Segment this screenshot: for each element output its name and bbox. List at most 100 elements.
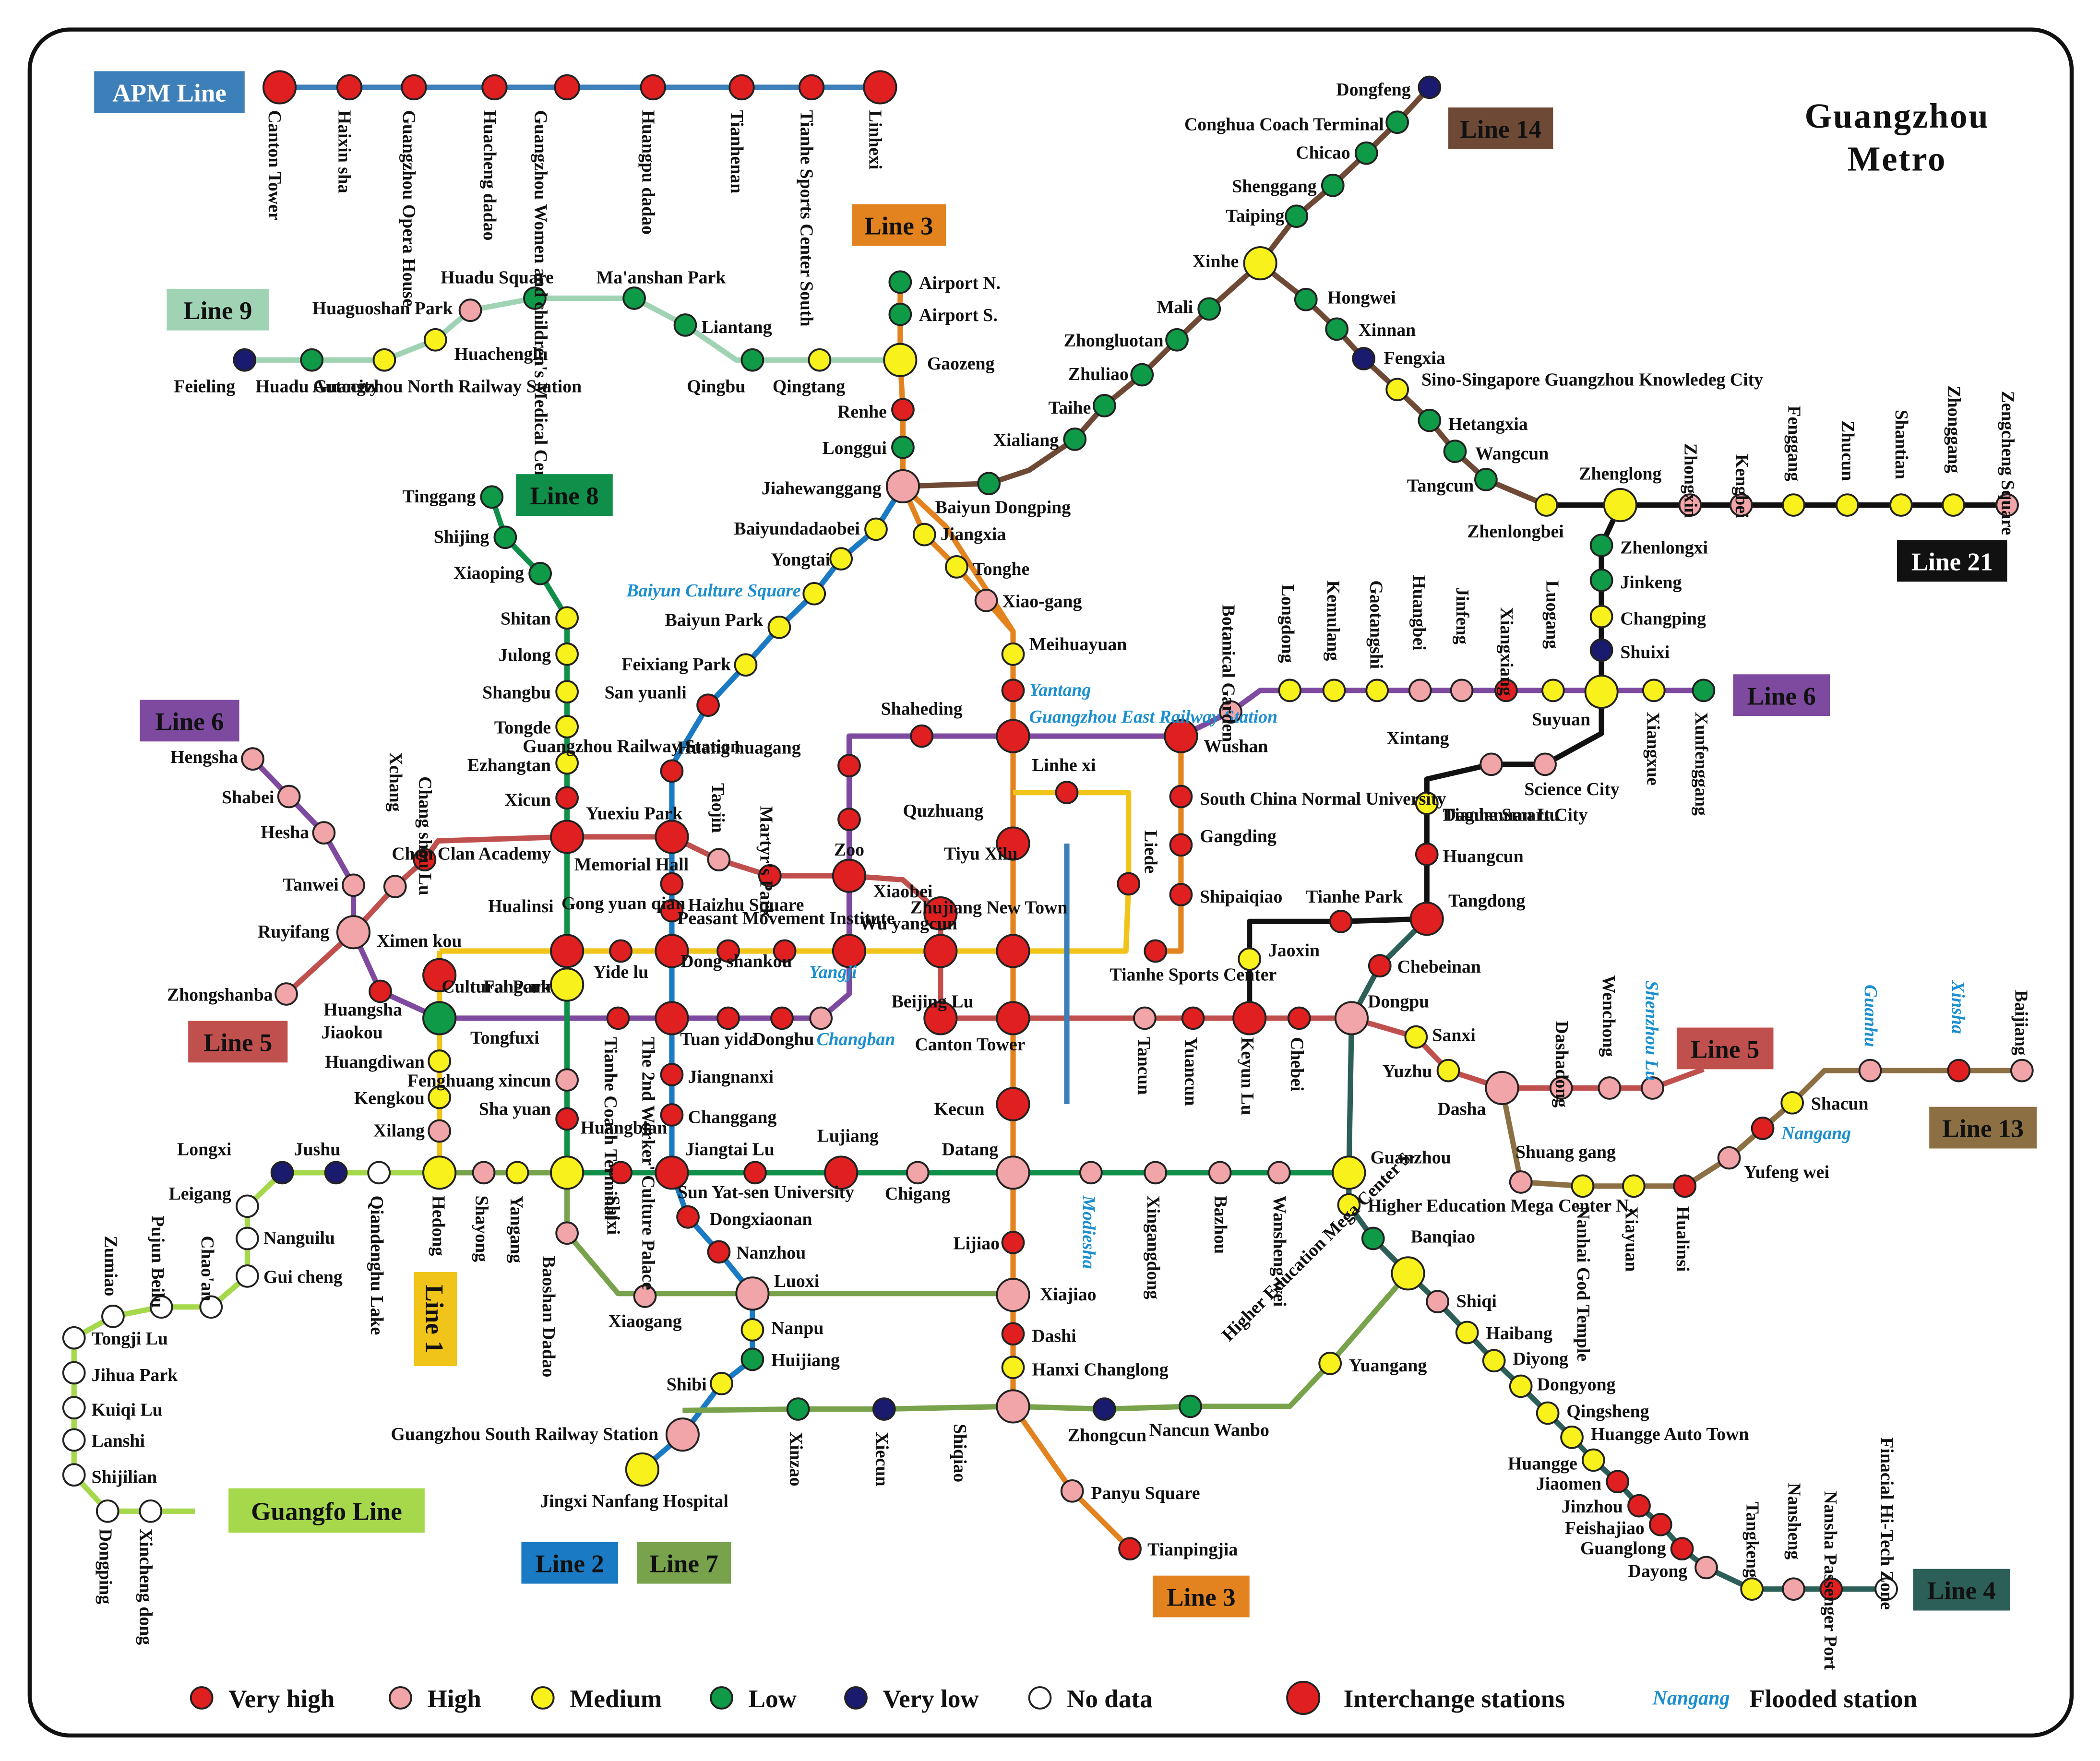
station-marker[interactable] (660, 1063, 684, 1086)
station-marker[interactable] (1093, 1397, 1116, 1421)
station-marker[interactable] (1560, 1425, 1584, 1449)
station-marker[interactable] (1130, 363, 1154, 387)
station-marker[interactable] (1179, 1394, 1202, 1418)
station-marker[interactable] (1055, 781, 1079, 804)
station-marker[interactable] (977, 472, 1001, 496)
station-marker[interactable] (996, 719, 1030, 753)
station-marker[interactable] (743, 1161, 767, 1185)
station-marker[interactable] (1509, 1374, 1533, 1398)
station-marker[interactable] (923, 934, 958, 968)
station-marker[interactable] (401, 74, 427, 101)
station-marker[interactable] (1474, 468, 1498, 491)
station-marker[interactable] (555, 1068, 579, 1092)
station-marker[interactable] (1332, 1155, 1366, 1190)
station-marker[interactable] (336, 915, 371, 950)
station-marker[interactable] (342, 873, 365, 897)
station-marker[interactable] (555, 606, 579, 630)
station-marker[interactable] (1325, 317, 1349, 341)
station-marker[interactable] (1589, 534, 1613, 557)
station-marker[interactable] (707, 848, 731, 871)
station-marker[interactable] (1165, 328, 1189, 352)
station-marker[interactable] (555, 680, 579, 704)
station-marker[interactable] (472, 1161, 496, 1185)
station-marker[interactable] (863, 70, 897, 105)
station-marker[interactable] (660, 872, 684, 896)
station-marker[interactable] (1673, 1174, 1697, 1198)
station-marker[interactable] (1418, 408, 1442, 432)
station-marker[interactable] (910, 724, 934, 748)
station-marker[interactable] (1480, 752, 1503, 776)
station-marker[interactable] (770, 1006, 794, 1030)
station-marker[interactable] (1385, 110, 1409, 134)
station-marker[interactable] (236, 1264, 259, 1288)
station-marker[interactable] (550, 967, 585, 1002)
station-marker[interactable] (1243, 246, 1277, 281)
station-marker[interactable] (1648, 1512, 1672, 1536)
station-marker[interactable] (1541, 678, 1565, 702)
station-marker[interactable] (1584, 675, 1619, 709)
station-marker[interactable] (809, 1006, 833, 1030)
station-marker[interactable] (1001, 1322, 1025, 1346)
station-marker[interactable] (1337, 1193, 1361, 1217)
station-marker[interactable] (2010, 1059, 2034, 1083)
station-marker[interactable] (1197, 297, 1221, 321)
station-marker[interactable] (1117, 872, 1141, 896)
station-marker[interactable] (1782, 493, 1805, 517)
station-marker[interactable] (1322, 678, 1346, 702)
station-marker[interactable] (606, 1006, 630, 1030)
station-marker[interactable] (710, 1372, 733, 1395)
station-marker[interactable] (945, 555, 968, 579)
station-marker[interactable] (996, 1087, 1030, 1121)
station-marker[interactable] (241, 747, 264, 771)
station-marker[interactable] (808, 348, 832, 372)
station-marker[interactable] (872, 1397, 896, 1421)
station-marker[interactable] (383, 875, 407, 898)
station-marker[interactable] (1001, 642, 1025, 666)
station-marker[interactable] (1751, 1117, 1775, 1140)
station-marker[interactable] (236, 1226, 259, 1250)
station-marker[interactable] (1670, 1537, 1694, 1561)
station-marker[interactable] (1144, 939, 1168, 963)
station-marker[interactable] (1782, 1577, 1805, 1601)
station-marker[interactable] (1361, 1226, 1385, 1250)
station-marker[interactable] (758, 864, 782, 888)
station-marker[interactable] (740, 1347, 764, 1371)
station-marker[interactable] (428, 1049, 452, 1073)
station-marker[interactable] (1063, 428, 1087, 451)
station-marker[interactable] (832, 858, 867, 893)
station-marker[interactable] (1598, 1076, 1622, 1100)
station-marker[interactable] (423, 328, 447, 352)
station-marker[interactable] (233, 348, 257, 372)
station-marker[interactable] (996, 934, 1030, 968)
station-marker[interactable] (660, 759, 684, 783)
station-marker[interactable] (1334, 1001, 1369, 1035)
station-marker[interactable] (802, 582, 826, 606)
station-marker[interactable] (996, 1278, 1030, 1312)
station-marker[interactable] (1536, 1401, 1560, 1425)
station-marker[interactable] (1780, 1091, 1804, 1115)
station-marker[interactable] (62, 1361, 86, 1385)
station-marker[interactable] (767, 615, 791, 639)
station-marker[interactable] (655, 1001, 689, 1035)
station-marker[interactable] (1415, 843, 1439, 866)
station-marker[interactable] (1368, 954, 1392, 978)
station-marker[interactable] (1494, 678, 1518, 702)
station-marker[interactable] (236, 1194, 259, 1218)
station-marker[interactable] (609, 1161, 632, 1185)
station-marker[interactable] (1060, 1479, 1084, 1503)
station-marker[interactable] (1079, 1161, 1103, 1185)
station-marker[interactable] (625, 1452, 659, 1487)
station-marker[interactable] (1729, 493, 1753, 517)
station-marker[interactable] (1164, 719, 1198, 753)
station-marker[interactable] (422, 1155, 457, 1190)
station-marker[interactable] (1436, 1059, 1460, 1083)
station-marker[interactable] (891, 435, 915, 459)
station-marker[interactable] (824, 1155, 859, 1190)
station-marker[interactable] (883, 343, 918, 377)
station-marker[interactable] (1352, 347, 1376, 370)
station-marker[interactable] (372, 348, 396, 372)
station-marker[interactable] (1694, 1556, 1718, 1580)
station-marker[interactable] (1365, 678, 1389, 702)
station-marker[interactable] (1947, 1059, 1971, 1083)
station-marker[interactable] (428, 1085, 452, 1109)
